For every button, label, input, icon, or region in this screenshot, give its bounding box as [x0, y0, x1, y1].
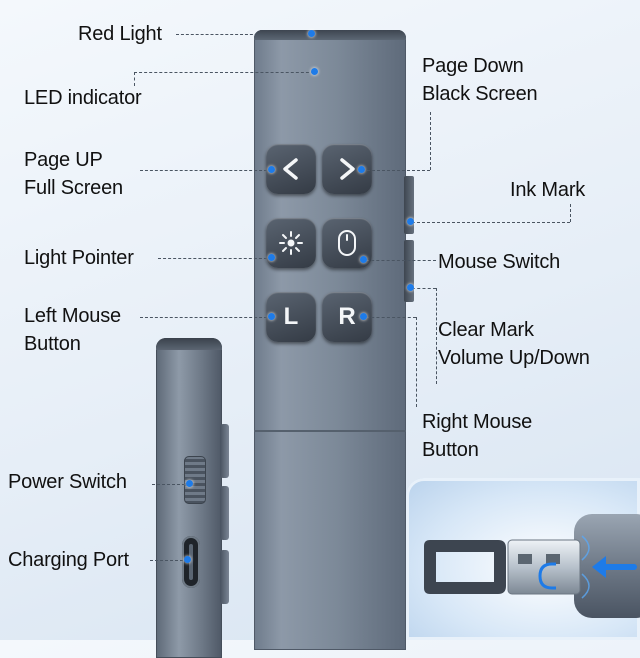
- label-ink-mark: Ink Mark: [510, 179, 586, 201]
- usb-receiver-inset: [406, 478, 640, 640]
- remote-top-cap: [254, 30, 406, 40]
- arrow-right-icon: [592, 556, 637, 578]
- chevron-left-icon: [283, 158, 298, 180]
- side-view-button-1: [220, 424, 229, 478]
- leader-page-down-v: [430, 112, 431, 170]
- leader-red-light: [176, 34, 312, 35]
- leader-ink-mark-v: [570, 204, 571, 222]
- dot-page-down: [358, 166, 365, 173]
- power-switch: [184, 456, 206, 504]
- side-view-button-2: [220, 486, 229, 540]
- remote-seam: [254, 430, 406, 432]
- side-view-button-3: [220, 550, 229, 604]
- label-clear-mark-2: Volume Up/Down: [438, 347, 590, 369]
- label-left-mouse-1: Left Mouse: [24, 305, 121, 327]
- dot-left-mouse: [268, 313, 275, 320]
- label-red-light: Red Light: [78, 23, 162, 45]
- dot-charging-port: [184, 556, 191, 563]
- leader-charging-port: [150, 560, 188, 561]
- mouse-icon: [338, 230, 356, 256]
- label-left-mouse-2: Button: [24, 333, 81, 355]
- leader-right-mouse-v: [416, 317, 417, 407]
- usb-receiver-illustration: [424, 514, 640, 618]
- side-button-ink-mark: [404, 176, 414, 234]
- label-charging-port: Charging Port: [8, 549, 129, 571]
- dot-clear-mark: [407, 284, 414, 291]
- dot-red-light: [308, 30, 315, 37]
- leader-mouse-switch: [366, 260, 436, 261]
- leader-led-indicator-v: [134, 72, 135, 86]
- dot-mouse-switch: [360, 256, 367, 263]
- leader-clear-mark: [412, 288, 436, 289]
- side-button-mouse-switch: [404, 240, 414, 302]
- light-pointer-button: [266, 218, 316, 268]
- leader-light-pointer: [158, 258, 272, 259]
- label-page-up-1: Page UP: [24, 149, 103, 171]
- remote-side-top: [156, 338, 222, 350]
- dot-led-indicator: [311, 68, 318, 75]
- right-mouse-glyph: R: [338, 303, 356, 330]
- leader-page-up: [140, 170, 272, 171]
- charging-port-contacts: [189, 544, 193, 580]
- chevron-right-icon: [340, 158, 355, 180]
- leader-power-switch: [152, 484, 190, 485]
- leader-right-mouse: [366, 317, 416, 318]
- leader-ink-mark: [412, 222, 570, 223]
- leader-led-indicator: [134, 72, 314, 73]
- dot-power-switch: [186, 480, 193, 487]
- left-mouse-button: L: [266, 292, 316, 342]
- label-light-pointer: Light Pointer: [24, 247, 134, 269]
- dot-light-pointer: [268, 254, 275, 261]
- laser-pointer-icon: [279, 231, 303, 255]
- label-page-up-2: Full Screen: [24, 177, 123, 199]
- dot-right-mouse: [360, 313, 367, 320]
- dot-ink-mark: [407, 218, 414, 225]
- leader-clear-mark-v: [436, 288, 437, 384]
- label-power-switch: Power Switch: [8, 471, 127, 493]
- label-led-indicator: LED indicator: [24, 87, 142, 109]
- label-page-down-1: Page Down: [422, 55, 524, 77]
- label-page-down-2: Black Screen: [422, 83, 538, 105]
- label-right-mouse-2: Button: [422, 439, 479, 461]
- left-mouse-glyph: L: [283, 303, 299, 330]
- label-mouse-switch: Mouse Switch: [438, 251, 561, 273]
- product-diagram: L R: [8, 23, 640, 658]
- usb-icon: [538, 562, 556, 590]
- label-clear-mark-1: Clear Mark: [438, 319, 534, 341]
- leader-page-down: [362, 170, 430, 171]
- label-right-mouse-1: Right Mouse: [422, 411, 533, 433]
- dot-page-up: [268, 166, 275, 173]
- leader-left-mouse: [140, 317, 272, 318]
